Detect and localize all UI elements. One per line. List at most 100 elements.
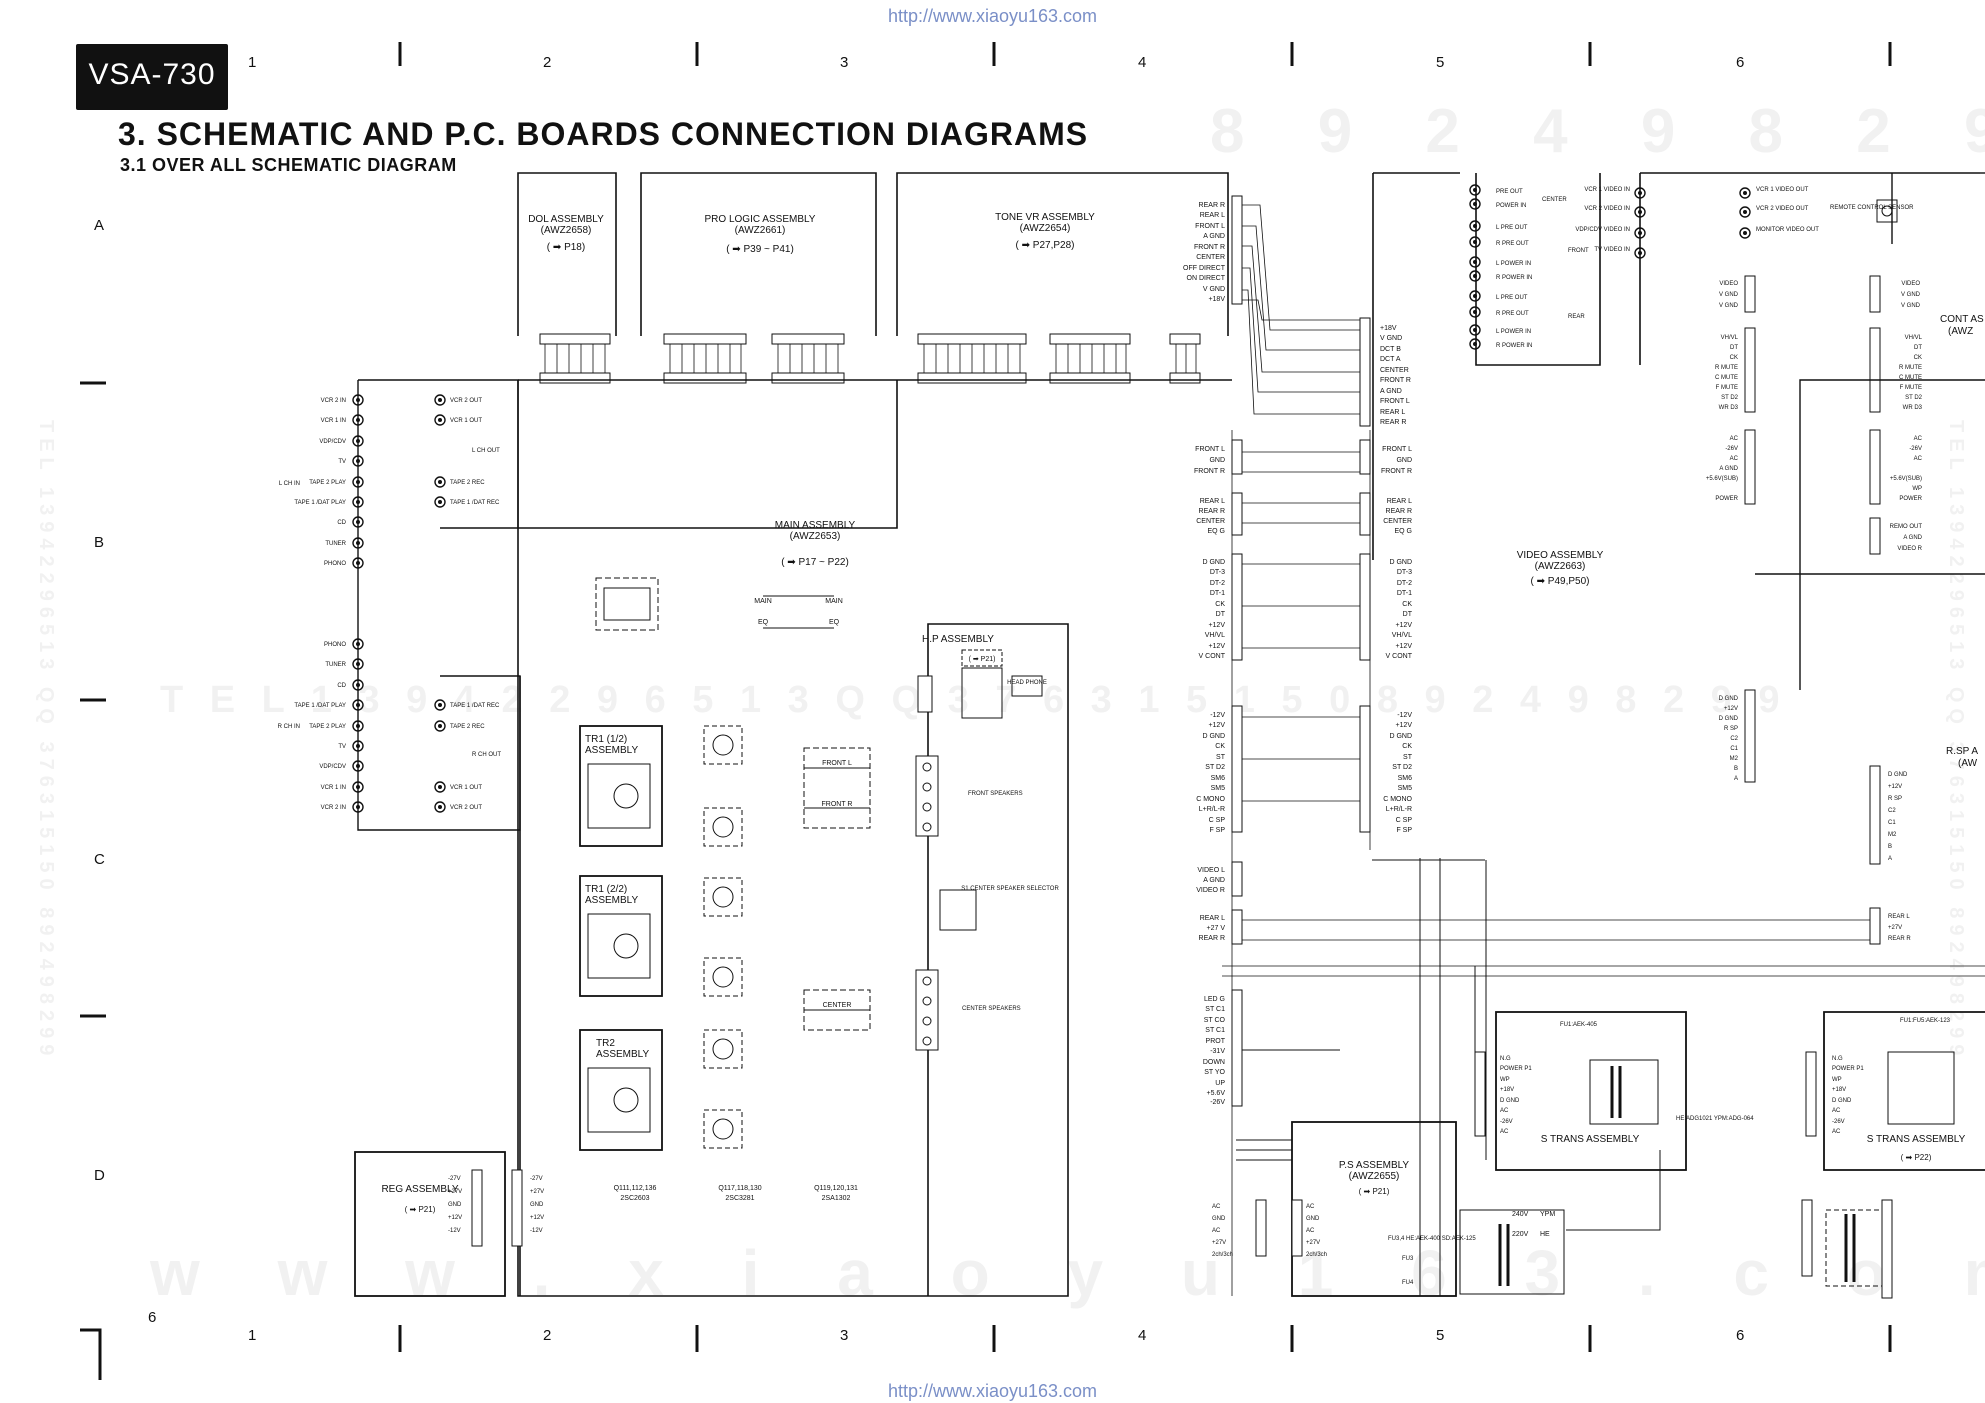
svg-text:SM5: SM5 — [1211, 785, 1226, 792]
reg-assembly: REG ASSEMBLY ( ➡ P21) — [354, 1151, 523, 1297]
svg-text:L CH OUT: L CH OUT — [472, 448, 500, 454]
svg-text:-12V: -12V — [1397, 712, 1412, 719]
svg-text:FU3,4 HE:AEK-400 SD:AEK-125: FU3,4 HE:AEK-400 SD:AEK-125 — [1388, 1236, 1476, 1242]
svg-text:EQ G: EQ G — [1394, 528, 1412, 535]
svg-text:D GND: D GND — [1389, 733, 1412, 740]
svg-text:F MUTE: F MUTE — [1716, 385, 1738, 391]
top-url[interactable]: http://www.xiaoyu163.com — [887, 6, 1098, 26]
svg-text:A: A — [1888, 856, 1892, 862]
svg-text:+5.6V(SUB): +5.6V(SUB) — [1890, 476, 1922, 482]
svg-text:+27V: +27V — [1888, 925, 1902, 931]
col-num: 4 — [1138, 54, 1146, 71]
rsp-assembly: R.SP A (AW — [1946, 746, 1978, 769]
svg-text:AC: AC — [1306, 1228, 1315, 1234]
svg-text:DT-3: DT-3 — [1397, 569, 1412, 576]
svg-text:-26V: -26V — [1210, 1099, 1225, 1106]
svg-text:+27V: +27V — [530, 1189, 544, 1195]
svg-text:ASSEMBLY: ASSEMBLY — [585, 745, 638, 756]
strans1-assembly: S TRANS ASSEMBLY FU1:AEK-405 HE:ADG1021 … — [1474, 1011, 1754, 1171]
svg-text:(AW: (AW — [1958, 758, 1978, 769]
svg-text:A GND: A GND — [1903, 535, 1922, 541]
svg-text:-27V: -27V — [448, 1176, 461, 1182]
svg-text:VCR 2 IN: VCR 2 IN — [321, 805, 346, 811]
svg-text:FRONT L: FRONT L — [1380, 398, 1410, 405]
svg-text:PRO LOGIC ASSEMBLY: PRO LOGIC ASSEMBLY — [705, 214, 816, 225]
svg-text:DT: DT — [1403, 611, 1413, 618]
model-number: VSA-730 — [88, 58, 216, 91]
svg-text:ST D2: ST D2 — [1392, 764, 1412, 771]
cp117-block: D GND +12V D GND R SP C2 C1 M2 B A — [1719, 689, 1756, 783]
svg-text:TAPE 2 PLAY: TAPE 2 PLAY — [309, 480, 346, 486]
svg-text:TAPE 2 REC: TAPE 2 REC — [450, 724, 485, 730]
frame-ticks — [80, 42, 1892, 1380]
row-letter: D — [94, 1167, 105, 1184]
svg-text:WP: WP — [1500, 1077, 1510, 1083]
svg-text:ST D2: ST D2 — [1205, 764, 1225, 771]
svg-text:+12V: +12V — [1724, 706, 1738, 712]
svg-text:CENTER: CENTER — [1380, 367, 1409, 374]
svg-text:V CONT: V CONT — [1386, 653, 1413, 660]
svg-text:L POWER IN: L POWER IN — [1496, 329, 1531, 335]
svg-text:ASSEMBLY: ASSEMBLY — [596, 1049, 649, 1060]
svg-text:VDP/CDV VIDEO IN: VDP/CDV VIDEO IN — [1575, 227, 1630, 233]
svg-text:POWER: POWER — [1899, 496, 1922, 502]
svg-text:VIDEO R: VIDEO R — [1897, 546, 1922, 552]
power-transistors — [703, 725, 743, 1149]
svg-text:2ch/3ch: 2ch/3ch — [1212, 1252, 1233, 1258]
svg-text:C SP: C SP — [1396, 817, 1413, 824]
tr1a-assembly: TR1 (1/2) ASSEMBLY — [579, 725, 663, 847]
svg-text:UP: UP — [1215, 1080, 1225, 1087]
svg-text:ST YO: ST YO — [1204, 1069, 1225, 1076]
svg-text:AC: AC — [1500, 1129, 1509, 1135]
svg-text:C MUTE: C MUTE — [1715, 375, 1738, 381]
svg-text:( ➡ P27,P28): ( ➡ P27,P28) — [1016, 240, 1075, 251]
video-in-jacks: VCR 1 VIDEO IN VCR 2 VIDEO IN VDP/CDV VI… — [1575, 187, 1646, 259]
svg-text:(AWZ2654): (AWZ2654) — [1020, 223, 1071, 234]
svg-text:A GND: A GND — [1719, 466, 1738, 472]
svg-text:FU1:FU5:AEK-123: FU1:FU5:AEK-123 — [1900, 1018, 1951, 1024]
watermark-side-left: TEL 13942296513 QQ 376315150 892498299 — [35, 420, 57, 1061]
svg-text:+18V: +18V — [1208, 296, 1225, 303]
svg-text:+5.6V: +5.6V — [1207, 1090, 1226, 1097]
svg-text:WP: WP — [1832, 1077, 1842, 1083]
svg-text:AC: AC — [1832, 1108, 1841, 1114]
svg-text:FRONT: FRONT — [1568, 248, 1589, 254]
cn105-block: VIDEO L A GND VIDEO R — [1196, 861, 1243, 897]
svg-text:CD: CD — [337, 520, 346, 526]
svg-text:L POWER IN: L POWER IN — [1496, 261, 1531, 267]
svg-text:R CH IN: R CH IN — [278, 724, 300, 730]
svg-text:R CH OUT: R CH OUT — [472, 752, 501, 758]
col-num: 6 — [1736, 54, 1744, 71]
svg-text:EQ G: EQ G — [1207, 528, 1225, 535]
svg-text:DOL ASSEMBLY: DOL ASSEMBLY — [528, 214, 604, 225]
svg-text:VCR 1 OUT: VCR 1 OUT — [450, 418, 482, 424]
svg-text:-26V: -26V — [1832, 1119, 1845, 1125]
svg-text:DT: DT — [1216, 611, 1226, 618]
bottom-url[interactable]: http://www.xiaoyu163.com — [887, 1381, 1098, 1401]
svg-text:-12V: -12V — [448, 1228, 461, 1234]
svg-text:D GND: D GND — [1202, 733, 1225, 740]
svg-text:ASSEMBLY: ASSEMBLY — [585, 895, 638, 906]
svg-text:SM5: SM5 — [1398, 785, 1413, 792]
svg-text:+12V: +12V — [1395, 722, 1412, 729]
svg-text:+12V: +12V — [530, 1215, 544, 1221]
page-subtitle: 3.1 OVER ALL SCHEMATIC DIAGRAM — [120, 155, 457, 175]
svg-text:AC: AC — [1212, 1228, 1221, 1234]
svg-text:C2: C2 — [1888, 808, 1896, 814]
svg-text:D GND: D GND — [1719, 716, 1739, 722]
svg-text:VCR 2 OUT: VCR 2 OUT — [450, 805, 482, 811]
j118-block: REAR L +27V REAR R — [1869, 907, 1911, 945]
svg-text:F SP: F SP — [1396, 827, 1412, 834]
svg-text:VCR 2 VIDEO OUT: VCR 2 VIDEO OUT — [1756, 206, 1809, 212]
svg-text:-26V: -26V — [1500, 1119, 1513, 1125]
svg-text:Q117,118,130: Q117,118,130 — [718, 1185, 761, 1192]
svg-text:D GND: D GND — [1389, 559, 1412, 566]
svg-text:TV: TV — [338, 459, 346, 465]
svg-text:(AWZ2653): (AWZ2653) — [790, 531, 841, 542]
cp120-connector: REAR R REAR L FRONT L A GND FRONT R CENT… — [1183, 195, 1243, 305]
svg-text:MAIN ASSEMBLY: MAIN ASSEMBLY — [775, 520, 856, 531]
svg-text:V GND: V GND — [1719, 292, 1739, 298]
model-badge: VSA-730 — [76, 44, 228, 110]
svg-text:REAR L: REAR L — [1387, 498, 1412, 505]
svg-text:VCR 1 OUT: VCR 1 OUT — [450, 785, 482, 791]
